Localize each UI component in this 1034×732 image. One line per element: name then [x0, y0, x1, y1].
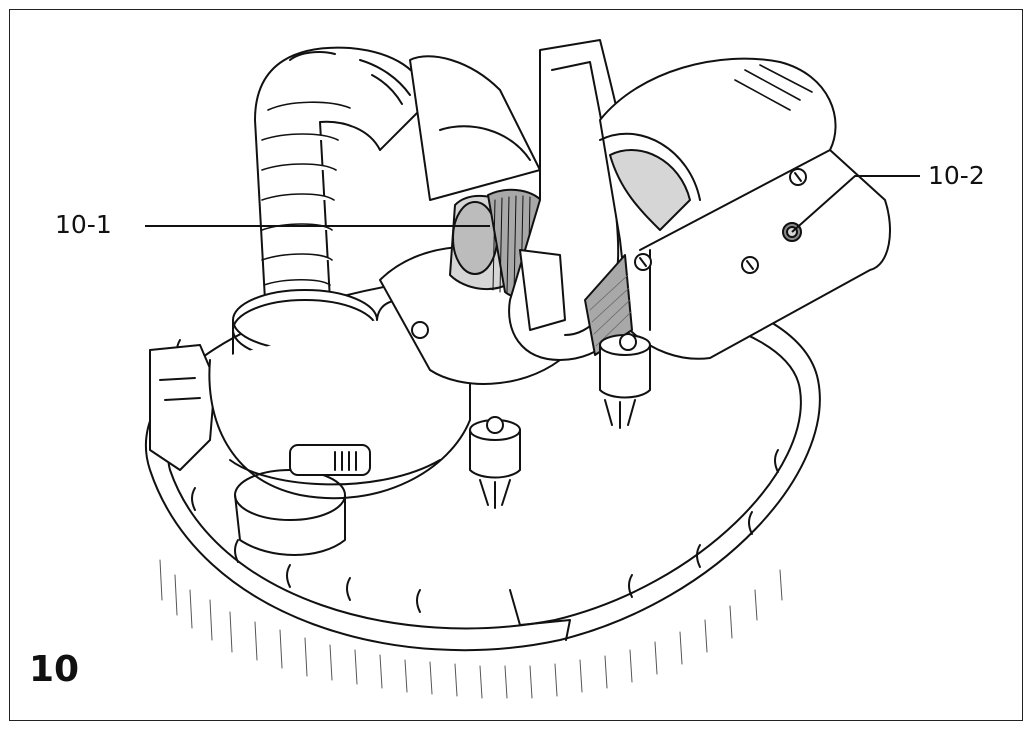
base-seam: [509, 589, 571, 641]
dust-hose: [254, 46, 431, 301]
speed-switch: [289, 444, 371, 476]
brush-bristles: [159, 559, 783, 699]
left-clamp: [149, 344, 216, 471]
figure-number: 10: [29, 649, 80, 690]
base-nuts: [469, 333, 651, 509]
callout-label-10-1: 10-1: [55, 210, 112, 239]
extension-housing: [599, 57, 891, 360]
callout-label-10-2: 10-2: [928, 161, 985, 190]
air-grill: [584, 254, 633, 356]
leader-line-10-2: [791, 175, 920, 233]
